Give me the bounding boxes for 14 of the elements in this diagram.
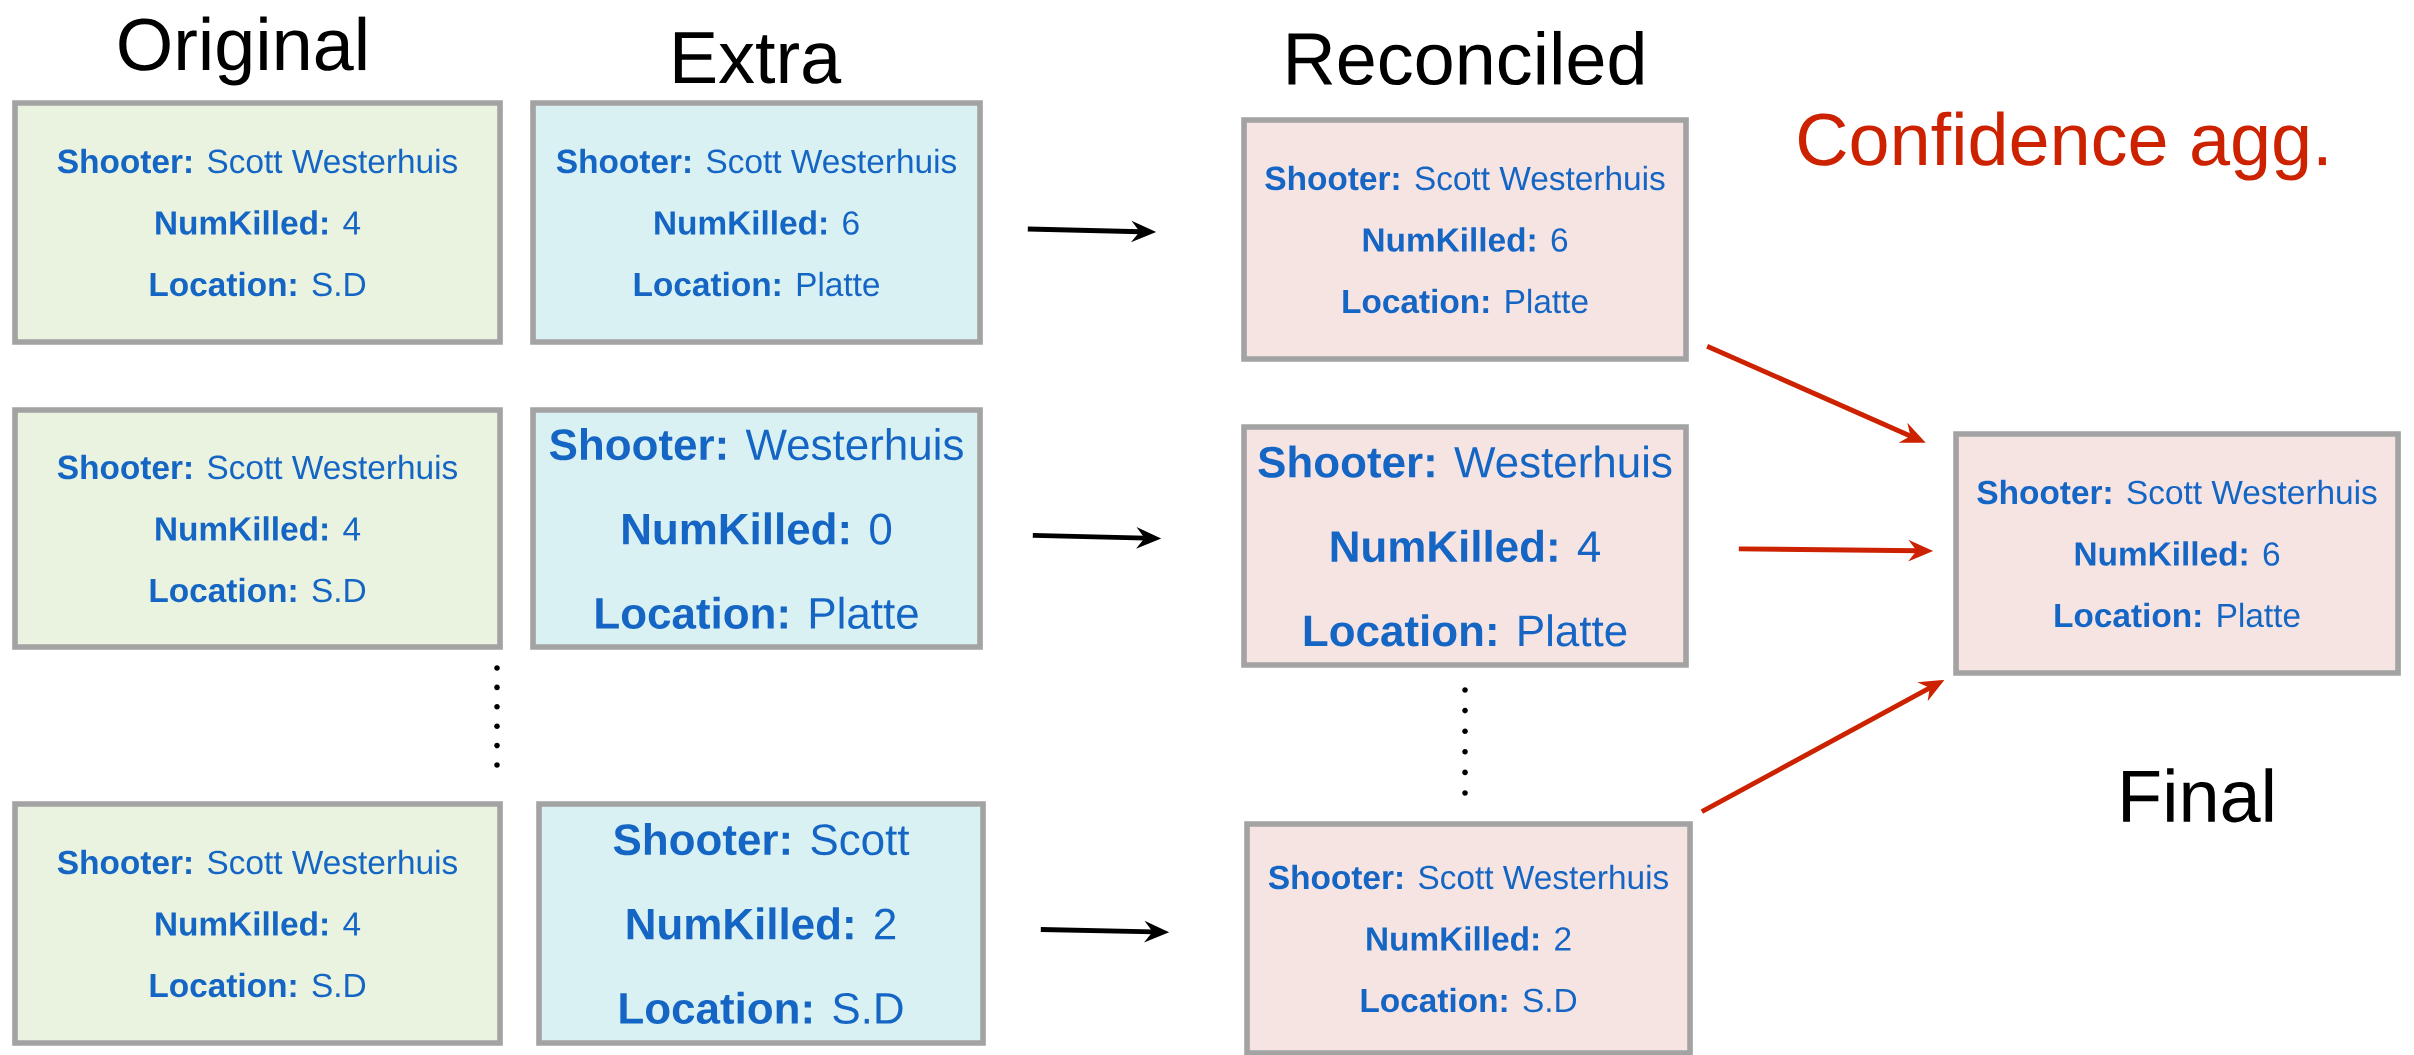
record-box: Shooter: Scott Westerhuis NumKilled: 6 Location: Platte <box>530 100 983 345</box>
column-heading: Original <box>119 16 366 86</box>
record-box: Shooter: Scott Westerhuis NumKilled: 2 Location: S.D <box>1244 821 1693 1055</box>
record-box: Shooter: Westerhuis NumKilled: 4 Location: Platte <box>1241 424 1689 668</box>
record-box: Shooter: Scott Westerhuis NumKilled: 4 Location: S.D <box>12 801 503 1046</box>
record-box: Shooter: Scott Westerhuis NumKilled: 6 Location: Platte <box>1953 431 2401 676</box>
record-box: Shooter: Scott Westerhuis NumKilled: 4 Location: S.D <box>12 100 503 345</box>
box-caption: Final <box>2123 768 2273 823</box>
record-box: Shooter: Scott NumKilled: 2 Location: S.D <box>536 801 986 1046</box>
column-heading: Confidence agg. <box>1799 111 2326 181</box>
record-box: Shooter: Scott Westerhuis NumKilled: 4 Location: S.D <box>12 407 503 650</box>
column-heading: Extra <box>674 32 842 84</box>
record-box: Shooter: Scott Westerhuis NumKilled: 6 Location: Platte <box>1241 117 1689 362</box>
record-box: Shooter: Westerhuis NumKilled: 0 Location: Platte <box>530 407 983 650</box>
